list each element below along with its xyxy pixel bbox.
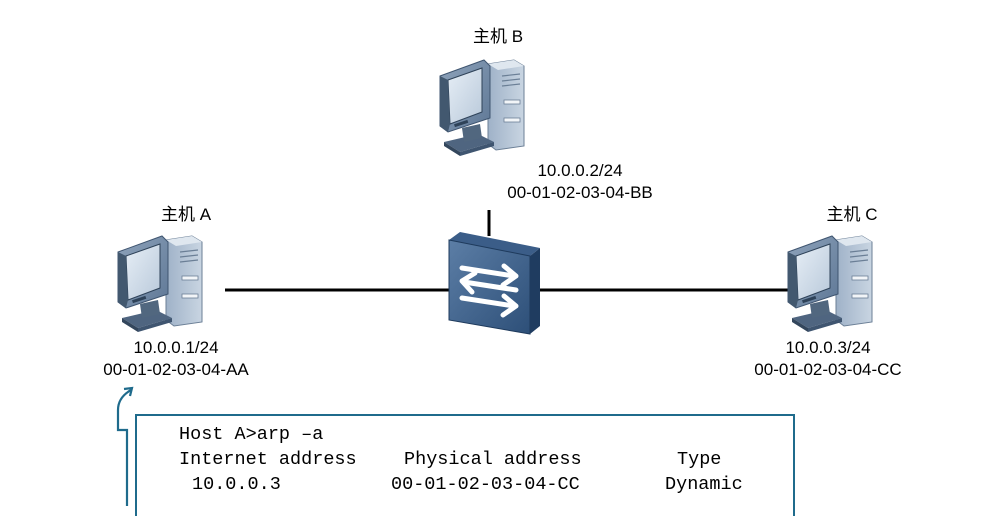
arp-terminal: Host A>arp –a Internet address Physical … (135, 414, 795, 516)
arp-row-type: Dynamic (665, 474, 743, 495)
header-internet-address: Internet address (179, 449, 357, 470)
host-b-name: 主机 B (472, 27, 524, 46)
terminal-command: Host A>arp –a (179, 424, 324, 445)
host-c-mac: 00-01-02-03-04-CC (754, 360, 902, 379)
host-b-ip: 10.0.0.2/24 (537, 161, 623, 180)
arp-row-mac: 00-01-02-03-04-CC (391, 474, 580, 495)
host-c-ip: 10.0.0.3/24 (785, 338, 871, 357)
header-physical-address: Physical address (404, 449, 582, 470)
host-b-mac: 00-01-02-03-04-BB (507, 183, 653, 202)
host-b-icon (439, 59, 525, 157)
switch-icon (448, 232, 540, 335)
host-a-ip: 10.0.0.1/24 (133, 338, 219, 357)
pointer-arrow-icon (116, 386, 134, 506)
header-type: Type (677, 449, 722, 470)
host-a-icon (117, 235, 203, 333)
host-c-name: 主机 C (826, 205, 878, 224)
host-c-icon (787, 235, 873, 333)
host-a-name: 主机 A (160, 205, 212, 224)
arp-row-ip: 10.0.0.3 (192, 474, 281, 495)
host-a-mac: 00-01-02-03-04-AA (103, 360, 249, 379)
